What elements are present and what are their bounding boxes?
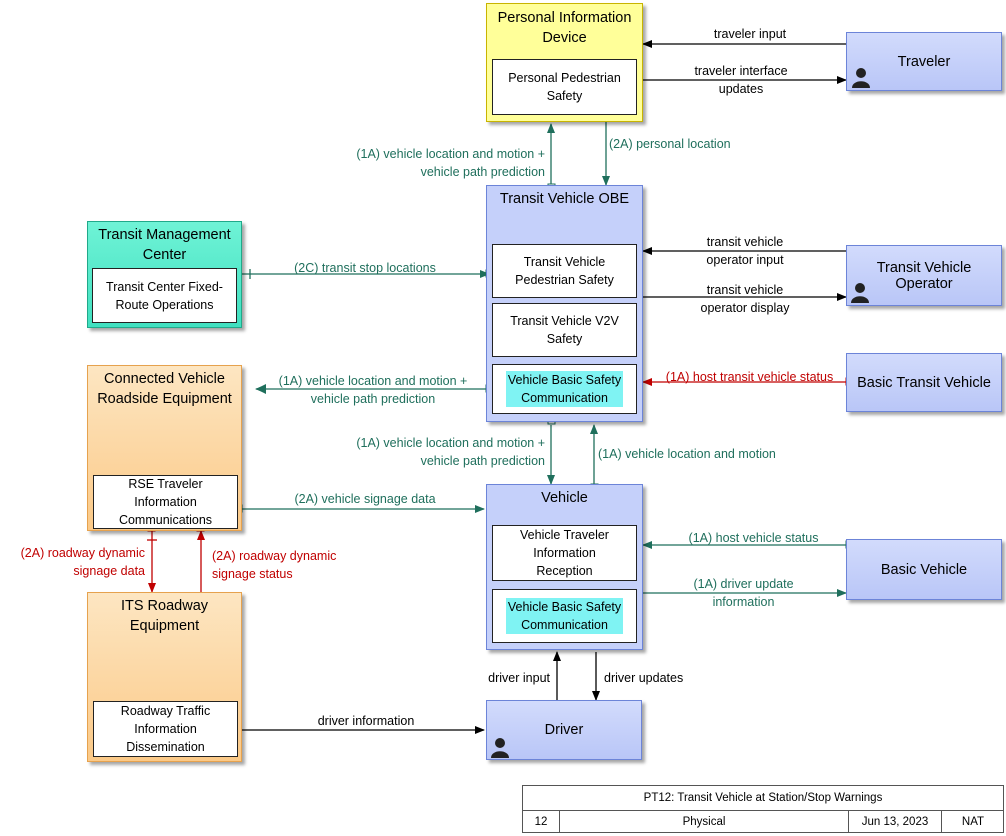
transit-vehicle-obe[interactable]: Transit Vehicle OBE Transit Vehicle Pede… [486,185,643,422]
label-driver-update-info: (1A) driver update information [693,577,794,609]
vehicle-basic-safety-communication[interactable]: Vehicle Basic Safety Communication [492,589,637,643]
label-traveler-input: traveler input [713,27,787,41]
footer-view: Physical [560,810,849,833]
transit-center-fixed-route-operations[interactable]: Transit Center Fixed- Route Operations [92,268,237,323]
transit-vehicle-pedestrian-safety[interactable]: Transit Vehicle Pedestrian Safety [492,244,637,298]
transit-management-center[interactable]: Transit Management Center Transit Center… [87,221,242,328]
footer-scope: NAT [961,815,985,828]
its-roadway-equipment[interactable]: ITS Roadway Equipment Roadway Traffic In… [87,592,242,762]
diagram-footer: PT12: Transit Vehicle at Station/Stop Wa… [522,785,1004,833]
label-driver-updates: driver updates [604,671,684,685]
label-driver-input: driver input [488,671,550,685]
label-vehicle-signage: (2A) vehicle signage data [294,492,436,506]
transit-vehicle-v2v-safety[interactable]: Transit Vehicle V2V Safety [492,303,637,357]
obe-vehicle-basic-safety-communication[interactable]: Vehicle Basic Safety Communication [492,364,637,414]
traveler-terminator[interactable]: Traveler [846,32,1002,91]
label-tv-operator-display: transit vehicle operator display [700,283,790,315]
footer-date: Jun 13, 2023 [849,810,942,833]
user-icon [851,283,869,303]
basic-vehicle-title: Basic Vehicle [880,561,968,578]
cv-roadside-equipment[interactable]: Connected Vehicle Roadside Equipment RSE… [87,365,242,531]
cv-roadside-equipment-title: Connected Vehicle Roadside Equipment [97,371,232,407]
transit-management-center-title: Transit Management Center [98,227,231,263]
label-traveler-interface-updates: traveler interface updates [694,64,788,96]
label-vlm-pred-vehicle: (1A) vehicle location and motion + vehic… [356,436,545,468]
label-roadway-signage-data: (2A) roadway dynamic signage data [20,546,145,578]
label-personal-location: (2A) personal location [609,137,731,151]
footer-number: 12 [523,810,560,833]
basic-transit-vehicle[interactable]: Basic Transit Vehicle [846,353,1002,412]
driver-title: Driver [544,722,584,738]
rse-traveler-information-communications[interactable]: RSE Traveler Information Communications [93,475,238,529]
roadway-traffic-information-dissemination[interactable]: Roadway Traffic Information Disseminatio… [93,701,238,757]
its-roadway-equipment-title: ITS Roadway Equipment [120,598,209,634]
transit-vehicle-operator[interactable]: Transit Vehicle Operator [846,245,1002,306]
personal-information-device-title: Personal Information Device [497,10,632,46]
basic-vehicle[interactable]: Basic Vehicle [846,539,1002,600]
label-transit-stop-locations: (2C) transit stop locations [294,261,436,275]
transit-vehicle-obe-title: Transit Vehicle OBE [499,191,630,207]
vehicle-traveler-information-reception[interactable]: Vehicle Traveler Information Reception [492,525,637,581]
label-vlm-pred-up: (1A) vehicle location and motion + vehic… [356,147,545,179]
user-icon [852,68,870,88]
label-host-transit-status: (1A) host transit vehicle status [665,370,834,384]
label-driver-information: driver information [317,714,415,728]
basic-transit-vehicle-title: Basic Transit Vehicle [857,374,991,391]
label-tv-operator-input: transit vehicle operator input [706,235,784,267]
traveler-title: Traveler [897,53,951,70]
transit-vehicle-operator-title: Transit Vehicle Operator [876,259,972,292]
driver[interactable]: Driver [486,700,642,760]
footer-title: PT12: Transit Vehicle at Station/Stop Wa… [523,786,1003,811]
vehicle[interactable]: Vehicle Vehicle Traveler Information Rec… [486,484,643,650]
label-vlm-pred-rse: (1A) vehicle location and motion + vehic… [278,374,468,406]
personal-information-device[interactable]: Personal Information Device Personal Ped… [486,3,643,122]
label-vlm-obe: (1A) vehicle location and motion [598,447,776,461]
user-icon [491,738,509,758]
personal-pedestrian-safety[interactable]: Personal Pedestrian Safety [492,59,637,115]
label-host-vehicle-status: (1A) host vehicle status [688,531,819,545]
vehicle-title: Vehicle [541,490,588,506]
label-roadway-signage-status: (2A) roadway dynamic signage status [212,549,337,581]
